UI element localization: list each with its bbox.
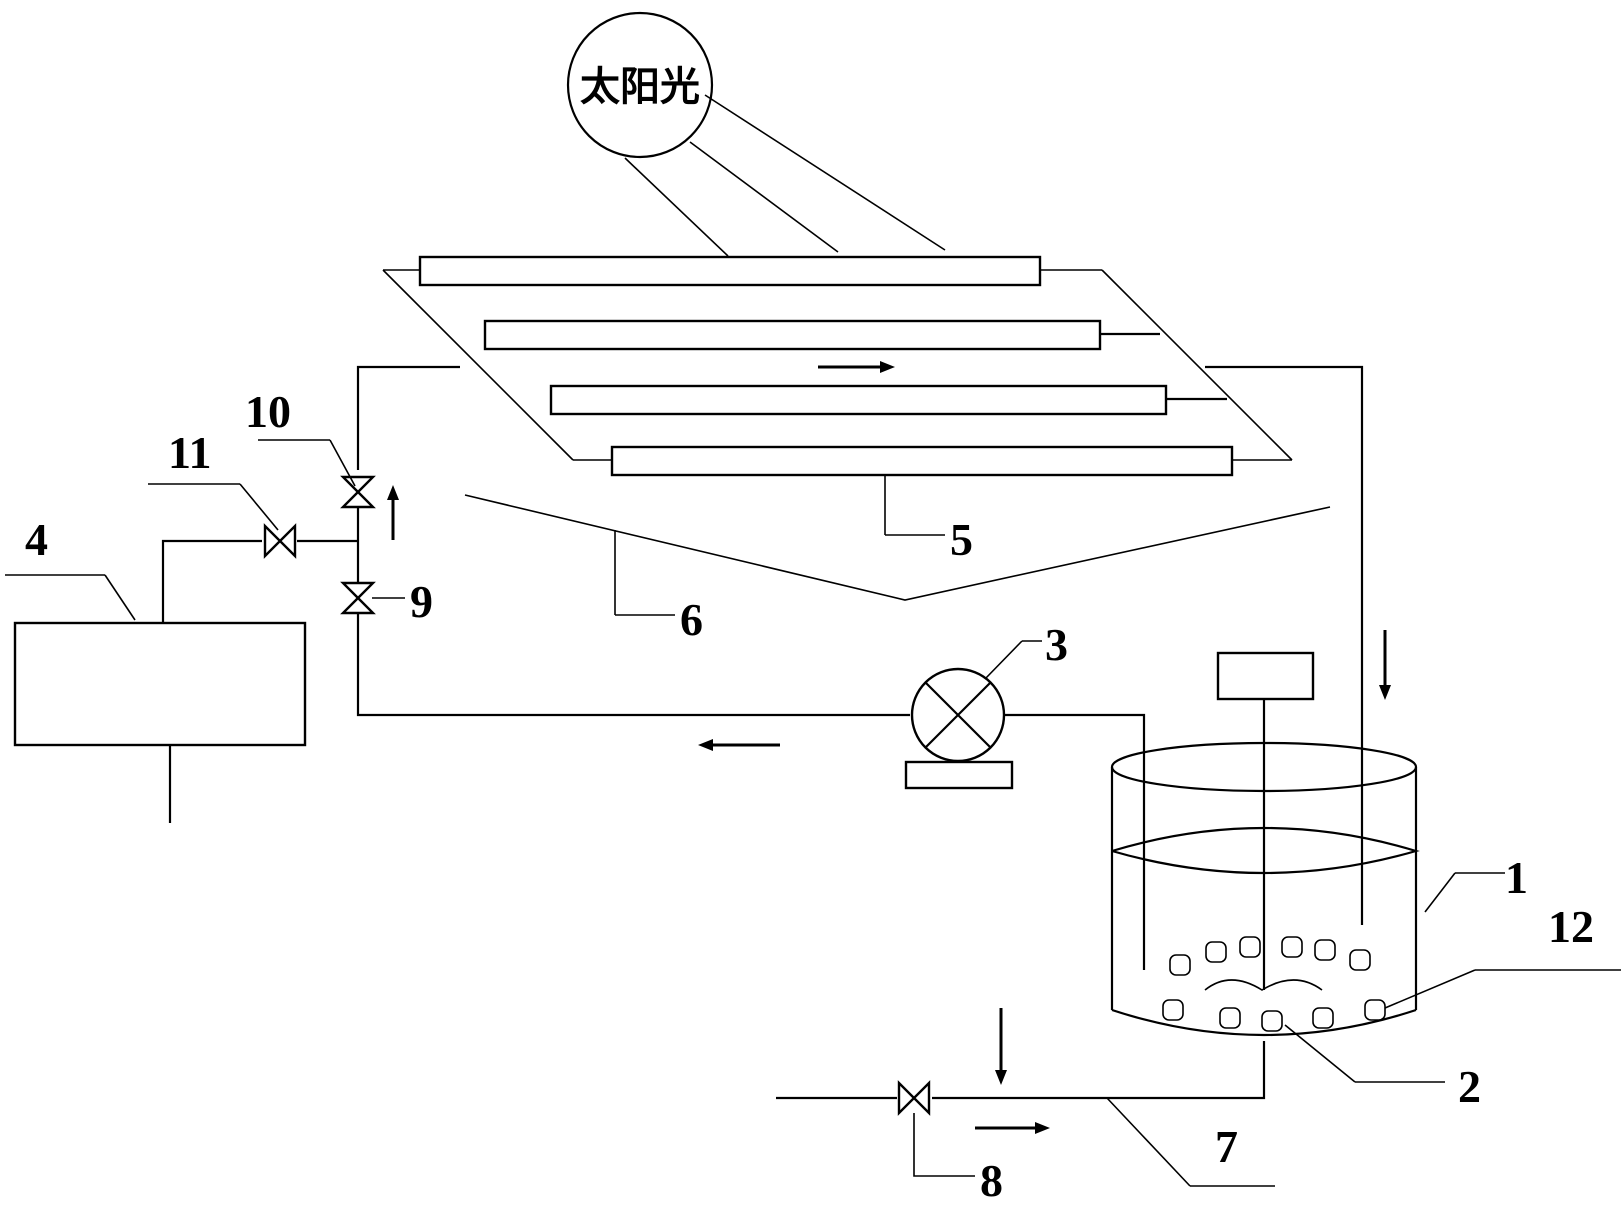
solar-collector-frame: [382, 269, 1293, 461]
pump-base: [904, 760, 1014, 790]
carrier: [1281, 936, 1303, 958]
collector-tube-1: [418, 255, 1042, 287]
label-12: 12: [1548, 901, 1594, 952]
valve-9[interactable]: [340, 581, 376, 615]
pipe-bottom-outlet: [932, 1041, 1266, 1100]
reactor-bottom: [1111, 1008, 1417, 1037]
sun-ray-3: [704, 94, 946, 251]
upper-pipe: [356, 365, 1364, 925]
carrier: [1314, 939, 1336, 961]
pipe-to-tank-4: [161, 539, 262, 623]
arrow-left-bottom: [698, 739, 780, 751]
leader-12: [1384, 969, 1476, 1009]
collector-tube-4: [610, 445, 1234, 477]
label-8: 8: [980, 1155, 1003, 1205]
storage-tank-4: [13, 621, 307, 747]
arrow-right-bottom: [975, 1122, 1050, 1134]
leader-3: [984, 640, 1023, 680]
reflector: [464, 494, 1331, 616]
label-1: 1: [1505, 852, 1528, 903]
carrier: [1349, 949, 1371, 971]
pump-3: [904, 667, 1014, 790]
label-4: 4: [25, 514, 48, 565]
carrier: [1162, 999, 1184, 1021]
sun-ray-2: [689, 141, 839, 253]
carrier: [1261, 1010, 1283, 1032]
stirrer-motor: [1216, 651, 1315, 701]
carrier: [1312, 1007, 1334, 1029]
flow-arrows: [387, 361, 1391, 1134]
sun-label: 太阳光: [580, 64, 700, 110]
label-5: 5: [950, 514, 973, 565]
label-2: 2: [1458, 1061, 1481, 1112]
carrier: [1219, 1007, 1241, 1029]
pipe-left-bottom: [356, 613, 910, 717]
label-11: 11: [168, 427, 211, 478]
leader-1: [1424, 872, 1456, 913]
collector-tube-2: [483, 319, 1102, 351]
sunlight-source: 太阳光: [566, 11, 946, 257]
pipe-pump-to-reactor: [1004, 713, 1146, 970]
valve-11[interactable]: [263, 523, 297, 559]
stirrer-blade: [1204, 979, 1323, 991]
collector-tube-3: [549, 384, 1168, 416]
label-10: 10: [245, 386, 291, 437]
arrow-down-bottom: [995, 1008, 1007, 1085]
pipe-left-top: [356, 365, 460, 470]
leader-8: [913, 1113, 975, 1177]
catalyst-carriers: [1162, 936, 1386, 1032]
leader-7: [1106, 1097, 1191, 1187]
carrier: [1169, 954, 1191, 976]
sun-circle: [566, 11, 714, 159]
reflector-plate: [464, 494, 1331, 601]
label-9: 9: [410, 576, 433, 627]
arrow-right-top: [818, 361, 895, 373]
carrier: [1239, 936, 1261, 958]
solar-collector-tubes: [418, 255, 1234, 536]
label-7: 7: [1215, 1121, 1238, 1172]
reactor-1: [1110, 741, 1420, 1037]
sun-ray-1: [624, 157, 729, 257]
part-labels: 1 2 3 4 5 6 7 8 9 10 11 12: [25, 386, 1594, 1205]
arrow-down-right: [1379, 630, 1391, 700]
carrier: [1364, 999, 1386, 1021]
label-6: 6: [680, 594, 703, 645]
leader-2: [1284, 1024, 1356, 1083]
valve-10[interactable]: [340, 475, 376, 509]
arrow-up-left: [387, 485, 399, 540]
pipe-right-down: [1205, 365, 1364, 925]
label-3: 3: [1045, 619, 1068, 670]
carrier: [1205, 941, 1227, 963]
valve-8[interactable]: [897, 1080, 931, 1116]
